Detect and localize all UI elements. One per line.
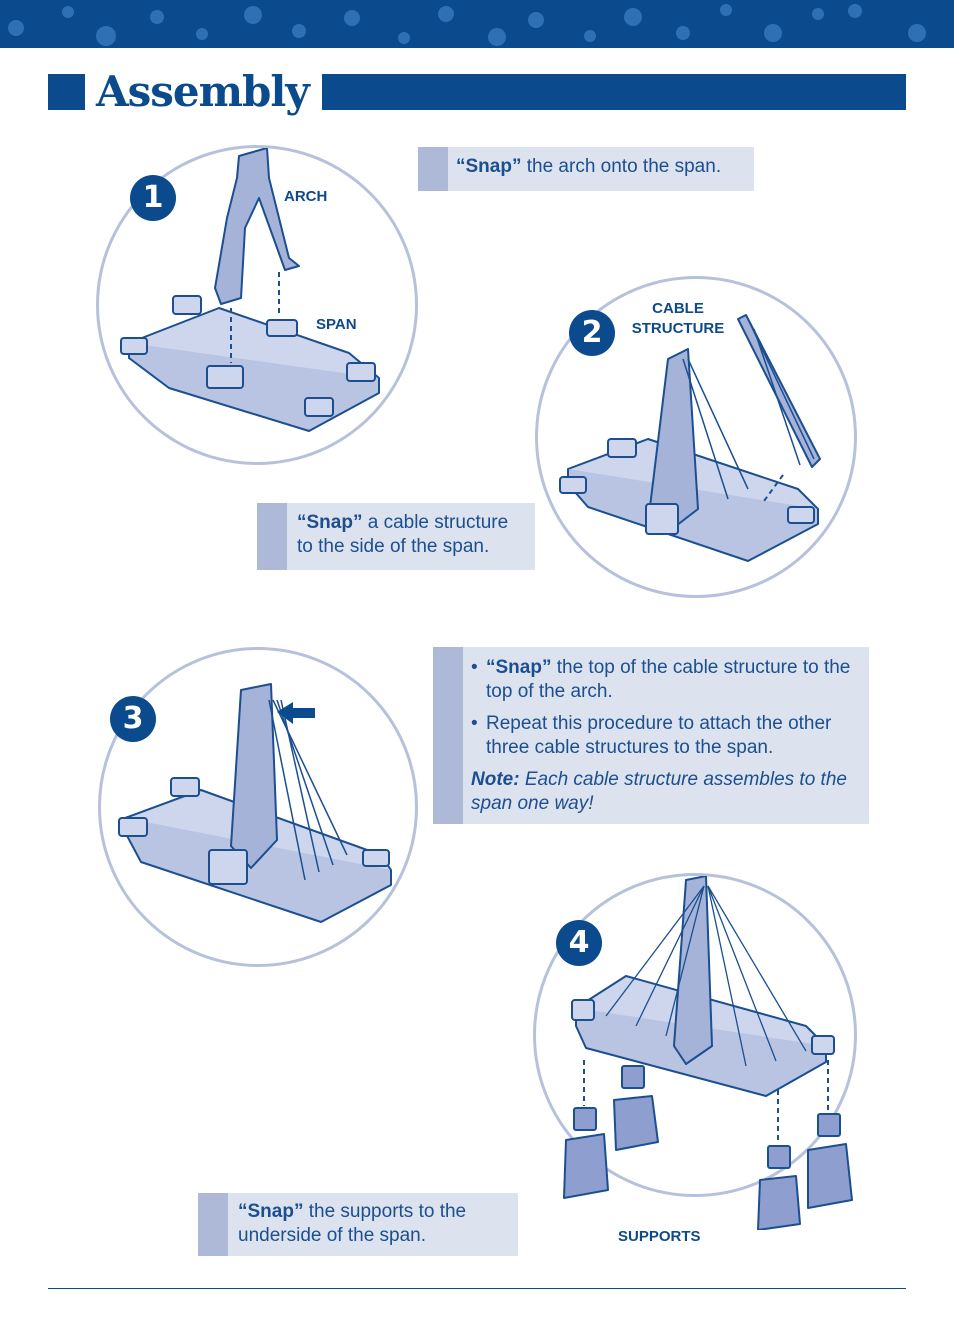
step-3-bullet-list: “Snap” the top of the cable structure to…: [471, 656, 861, 760]
cable-structure-label: CABLE STRUCTURE: [626, 299, 730, 339]
step-1-number: 1: [130, 175, 176, 221]
step-4-number: 4: [556, 920, 602, 966]
title-square-marker: [48, 74, 85, 110]
cable-attach-drawing: [118, 683, 392, 923]
cable-structure-drawing: [559, 314, 821, 562]
title-bar: [322, 74, 906, 110]
footer-rule: [48, 1288, 906, 1289]
step-2-number: 2: [569, 310, 615, 356]
support-pillars: [563, 1060, 853, 1230]
step-3-illustration: [98, 647, 418, 967]
step-1-instruction-text: the arch onto the span.: [521, 156, 722, 177]
step-2-illustration: [535, 276, 857, 598]
step-3-note: Note: Each cable structure assembles to …: [471, 769, 847, 814]
snap-emphasis: “Snap”: [456, 156, 522, 177]
step-3-number: 3: [110, 696, 156, 742]
snap-emphasis: “Snap”: [238, 1201, 304, 1222]
step-4-instruction-text: the supports to the underside of the spa…: [238, 1201, 467, 1246]
step-1-instruction: “Snap” the arch onto the span.: [418, 147, 754, 191]
step-3-instructions: “Snap” the top of the cable structure to…: [433, 647, 869, 824]
cable-label-line-2: STRUCTURE: [631, 320, 725, 337]
supports-drawing: [571, 876, 835, 1097]
step-3-bullet-2: Repeat this procedure to attach the othe…: [471, 712, 861, 760]
supports-label: SUPPORTS: [618, 1228, 701, 1245]
step-2-instruction-text: a cable structure to the side of the spa…: [297, 512, 509, 557]
step-1-illustration: [96, 145, 418, 465]
arch-label: ARCH: [284, 188, 328, 205]
top-decorative-band: [0, 0, 954, 48]
arch-span-drawing: [120, 148, 380, 432]
section-header: Assembly: [48, 67, 906, 116]
snap-emphasis: “Snap”: [297, 512, 363, 533]
cable-label-line-1: CABLE: [652, 300, 704, 317]
page-title: Assembly: [96, 67, 310, 116]
span-label: SPAN: [316, 316, 357, 333]
step-3-bullet-1: “Snap” the top of the cable structure to…: [471, 656, 861, 704]
step-2-instruction: “Snap” a cable structure to the side of …: [257, 503, 535, 570]
step-4-instruction: “Snap” the supports to the underside of …: [198, 1193, 518, 1256]
